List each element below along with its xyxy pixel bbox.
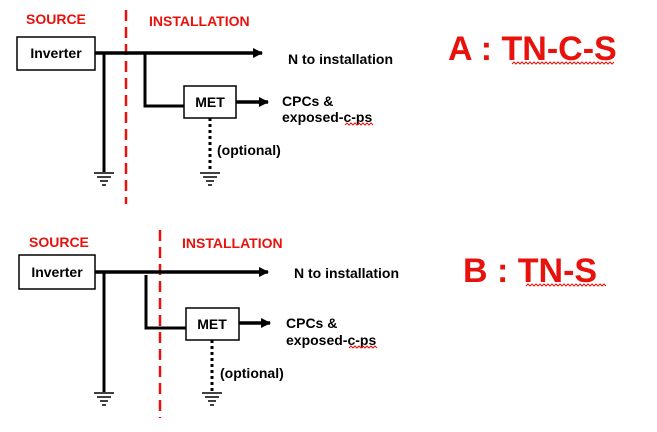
inverter-label: Inverter (30, 45, 82, 61)
spellcheck-underline (525, 283, 607, 287)
neutral-to-installation-label: N to installation (288, 51, 393, 67)
optional-label: (optional) (220, 365, 284, 381)
spellcheck-underline (344, 122, 374, 126)
met-box (185, 307, 240, 341)
diagram-title: A : TN-C-S (448, 30, 617, 68)
neutral-to-installation-label: N to installation (294, 265, 399, 281)
cpcs-label: CPCs & (282, 93, 333, 109)
spellcheck-underline (348, 345, 378, 349)
source-label: SOURCE (29, 234, 89, 250)
diagram-title: B : TN-S (463, 252, 597, 290)
earth-symbol-icon (94, 392, 114, 406)
exposed-cps-label: exposed-c-ps (282, 109, 372, 125)
source-label: SOURCE (26, 11, 86, 27)
earth-symbol-icon (202, 392, 222, 406)
earth-symbol-icon (94, 172, 114, 186)
spellcheck-underline (511, 61, 615, 65)
diagram-a: SOURCE INSTALLATION Inverter MET (16, 10, 617, 204)
installation-label: INSTALLATION (149, 13, 250, 29)
pe-link-to-met (144, 275, 186, 330)
cpcs-label: CPCs & (286, 315, 337, 331)
met-box (183, 85, 237, 119)
exposed-cps-label: exposed-c-ps (286, 332, 376, 348)
met-label: MET (197, 316, 227, 332)
pen-link-to-met (143, 53, 184, 108)
inverter-box (16, 36, 96, 71)
optional-label: (optional) (217, 142, 281, 158)
installation-label: INSTALLATION (182, 235, 283, 251)
inverter-label: Inverter (31, 264, 83, 280)
met-label: MET (195, 94, 225, 110)
diagram-b: SOURCE INSTALLATION Inverter MET N to in… (18, 230, 607, 418)
earth-symbol-icon (200, 172, 220, 186)
